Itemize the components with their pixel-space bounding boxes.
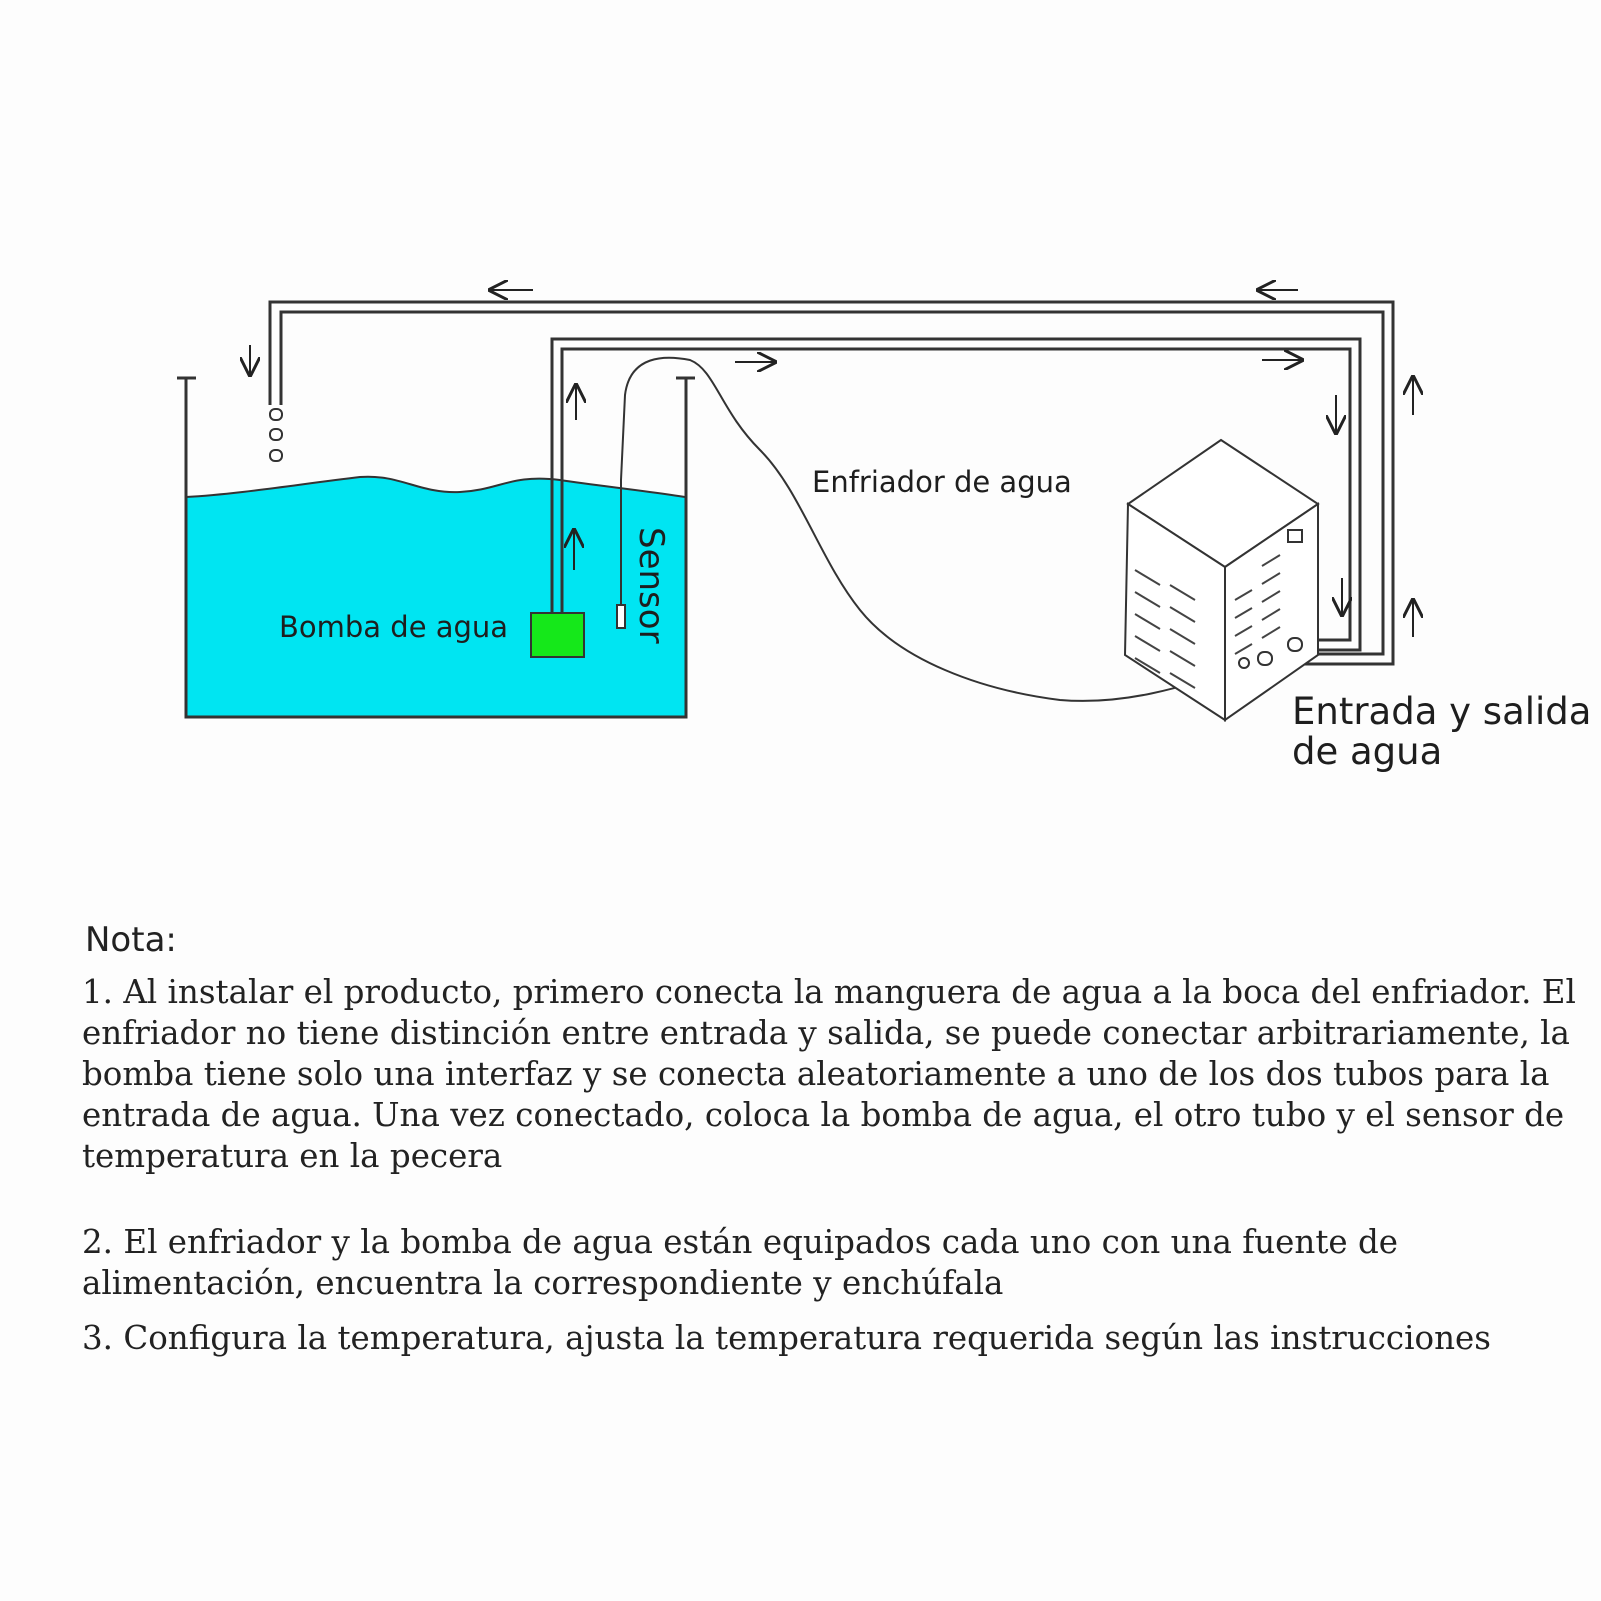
supply-pipe (550, 337, 1362, 652)
chiller-vents (1134, 554, 1281, 689)
note-item-3: 3. Configura la temperatura, ajusta la t… (82, 1318, 1582, 1359)
tank-water (186, 476, 685, 717)
note-item-3-text: 3. Configura la temperatura, ajusta la t… (82, 1319, 1491, 1357)
note-title: Nota: (85, 920, 177, 960)
return-pipe (268, 300, 1395, 666)
inlet-outlet-label-line2: de agua (1292, 730, 1442, 773)
note-item-1-text: 1. Al instalar el producto, primero cone… (82, 973, 1576, 1175)
chiller-label: Enfriador de agua (812, 465, 1072, 499)
bubbles (269, 408, 283, 462)
note-item-2-text: 2. El enfriador y la bomba de agua están… (82, 1223, 1398, 1302)
inlet-outlet-label-line1: Entrada y salida (1292, 690, 1591, 733)
flow-arrows (250, 290, 1413, 637)
pump-label: Bomba de agua (279, 610, 508, 644)
water-pump (530, 612, 585, 658)
chiller-ports (1238, 637, 1303, 669)
water-surface (185, 475, 686, 498)
sensor-label: Sensor (631, 527, 671, 644)
sensor-probe (616, 604, 626, 629)
water-chiller (1123, 438, 1320, 722)
tank-outline (184, 378, 688, 719)
chiller-display (1287, 529, 1303, 543)
note-item-2: 2. El enfriador y la bomba de agua están… (82, 1222, 1582, 1304)
cooling-diagram: Enfriador de agua Bomba de agua Sensor E… (177, 0, 1591, 773)
note-item-1: 1. Al instalar el producto, primero cone… (82, 972, 1582, 1177)
sensor-cable (620, 356, 1251, 702)
